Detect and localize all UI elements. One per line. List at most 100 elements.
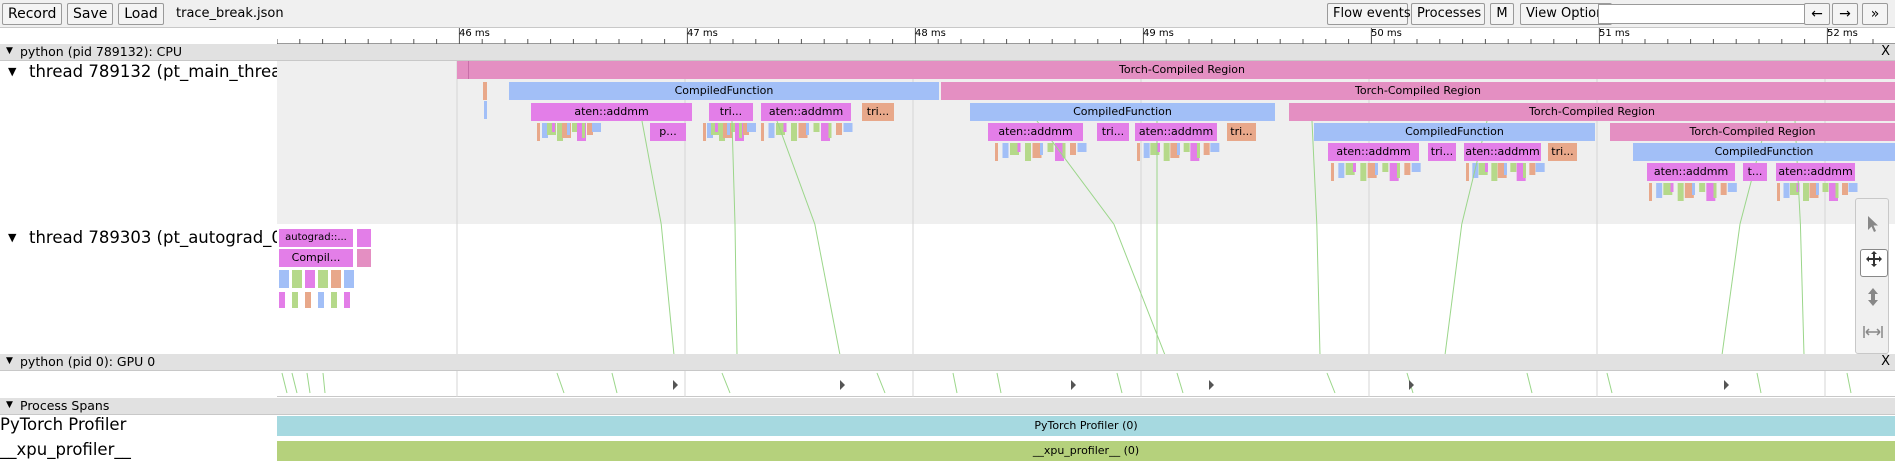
sub-slice xyxy=(1345,163,1355,175)
slice-aten-addmm[interactable]: aten::addmm xyxy=(988,123,1083,141)
slice-compiled-function[interactable]: CompiledFunction xyxy=(1314,123,1595,141)
sub-slice xyxy=(592,123,601,132)
slice[interactable] xyxy=(483,82,487,100)
processes-button[interactable]: Processes xyxy=(1411,3,1485,25)
view-options-button[interactable]: View Options xyxy=(1520,3,1612,25)
load-button[interactable]: Load xyxy=(118,3,164,25)
slice-torch-compiled-region[interactable]: Torch-Compiled Region xyxy=(941,82,1895,100)
more-button[interactable]: » xyxy=(1862,3,1888,25)
sub-slice xyxy=(1157,143,1160,152)
flow-line xyxy=(952,372,958,394)
pan-icon[interactable] xyxy=(1860,249,1888,277)
slice-aten-addmm[interactable]: aten::addmm xyxy=(1328,143,1419,161)
slice-compiled-function[interactable]: CompiledFunction xyxy=(1633,143,1895,161)
metadata-button[interactable]: M xyxy=(1490,3,1514,25)
sub-slice xyxy=(1504,163,1507,175)
collapse-arrow-icon[interactable]: ▼ xyxy=(8,65,17,78)
sub-slice xyxy=(1338,163,1345,178)
sub-slice xyxy=(572,123,578,132)
sub-slice xyxy=(1803,183,1809,201)
flow-line xyxy=(1113,224,1166,355)
process-header-spans[interactable]: ▼ Process Spans xyxy=(0,398,1895,415)
slice-triton[interactable]: tri... xyxy=(1548,143,1577,161)
sub-slice xyxy=(1535,163,1545,172)
sub-slice xyxy=(1397,163,1400,178)
slice-aten-addmm[interactable]: aten::addmm xyxy=(531,103,692,121)
tool-palette xyxy=(1855,198,1889,354)
slice-triton[interactable]: tri... xyxy=(1097,123,1129,141)
sub-slice xyxy=(1790,183,1799,195)
sub-slice xyxy=(318,270,328,288)
flow-events-button[interactable]: Flow events xyxy=(1327,3,1411,25)
sub-slice xyxy=(1699,183,1706,192)
sub-slice xyxy=(1677,183,1684,201)
slice-autograd[interactable]: autograd::... xyxy=(279,229,353,247)
slice-torch-compiled-region[interactable]: Torch-Compiled Region xyxy=(1610,123,1895,141)
slice-aten-addmm[interactable]: aten::addmm xyxy=(1776,163,1855,181)
sub-slice xyxy=(1848,183,1858,192)
sub-slice xyxy=(1010,143,1019,155)
flow-line xyxy=(1326,372,1336,394)
slice-aten-addmm[interactable]: aten::addmm xyxy=(1647,163,1735,181)
collapse-arrow-icon[interactable]: ▼ xyxy=(6,46,13,56)
gpu-track[interactable] xyxy=(277,371,1895,397)
thread-label-main[interactable]: ▼ thread 789132 (pt_main_threa xyxy=(0,62,277,224)
slice-compiled[interactable]: Compil... xyxy=(279,249,353,267)
collapse-arrow-icon[interactable]: ▼ xyxy=(8,231,17,244)
search-input[interactable] xyxy=(1598,4,1810,24)
flow-line xyxy=(611,372,618,394)
slice-compiled-function[interactable]: CompiledFunction xyxy=(970,103,1275,121)
close-process-button[interactable]: X xyxy=(1881,354,1890,369)
slice-torch-compiled-region[interactable]: Torch-Compiled Region xyxy=(1289,103,1895,121)
collapse-arrow-icon[interactable]: ▼ xyxy=(6,400,13,410)
prev-result-button[interactable]: ← xyxy=(1804,3,1830,25)
zoom-icon[interactable] xyxy=(1860,287,1886,313)
slice-triton[interactable]: tri... xyxy=(709,103,753,121)
slice-triton[interactable]: tri... xyxy=(1428,143,1456,161)
span-bar-xpu[interactable]: __xpu_profiler__ (0) xyxy=(277,441,1895,461)
sub-slice xyxy=(344,292,350,308)
sub-slice xyxy=(1783,183,1790,198)
select-icon[interactable] xyxy=(1860,215,1886,241)
process-title: Process Spans xyxy=(20,398,110,413)
thread-label-autograd[interactable]: ▼ thread 789303 (pt_autograd_0 xyxy=(0,228,277,354)
slice[interactable] xyxy=(457,61,469,79)
flow-line xyxy=(1756,372,1762,394)
span-bar-pytorch[interactable]: PyTorch Profiler (0) xyxy=(277,416,1895,436)
timing-icon[interactable] xyxy=(1860,321,1886,347)
slice-aten-addmm[interactable]: aten::addmm xyxy=(761,103,851,121)
slice-torch-compiled-region[interactable]: Torch-Compiled Region xyxy=(469,61,1895,79)
slice-triton[interactable]: tri... xyxy=(1227,123,1256,141)
record-button[interactable]: Record xyxy=(2,3,62,25)
sub-slice xyxy=(1816,183,1819,195)
sub-slice xyxy=(715,123,718,132)
sub-slice xyxy=(731,123,737,132)
sub-slice xyxy=(828,123,832,138)
sub-slice xyxy=(1137,143,1140,161)
slice-compiled-function[interactable]: CompiledFunction xyxy=(509,82,939,100)
process-header-gpu[interactable]: ▼ python (pid 0): GPU 0 X xyxy=(0,354,1895,371)
slice-aten-addmm[interactable]: aten::addmm xyxy=(1464,143,1541,161)
save-button[interactable]: Save xyxy=(67,3,113,25)
sub-slice xyxy=(1040,143,1043,155)
slice-triton[interactable]: tri... xyxy=(862,103,894,121)
sub-slice xyxy=(1183,143,1190,152)
next-result-button[interactable]: → xyxy=(1832,3,1858,25)
slice[interactable]: p... xyxy=(650,123,686,141)
slice-aten-addmm[interactable]: aten::addmm xyxy=(1135,123,1217,141)
collapse-arrow-icon[interactable]: ▼ xyxy=(6,356,13,366)
sub-slice xyxy=(1360,163,1367,181)
sub-slice xyxy=(703,123,706,141)
thread-track-autograd[interactable]: autograd::... Compil... xyxy=(277,224,1895,355)
process-header-cpu[interactable]: ▼ python (pid 789132): CPU X xyxy=(0,44,1895,61)
sub-slice xyxy=(739,123,742,138)
sub-slice xyxy=(1411,163,1421,172)
sub-slice xyxy=(552,123,555,132)
flow-line xyxy=(306,372,311,394)
thread-name: thread 789132 (pt_main_threa xyxy=(29,62,277,81)
slice[interactable] xyxy=(484,101,487,119)
close-process-button[interactable]: X xyxy=(1881,44,1890,59)
flow-arrow-icon xyxy=(673,380,678,390)
slice-triton[interactable]: t... xyxy=(1743,163,1767,181)
thread-track-main[interactable]: Torch-Compiled Region CompiledFunction T… xyxy=(277,61,1895,224)
